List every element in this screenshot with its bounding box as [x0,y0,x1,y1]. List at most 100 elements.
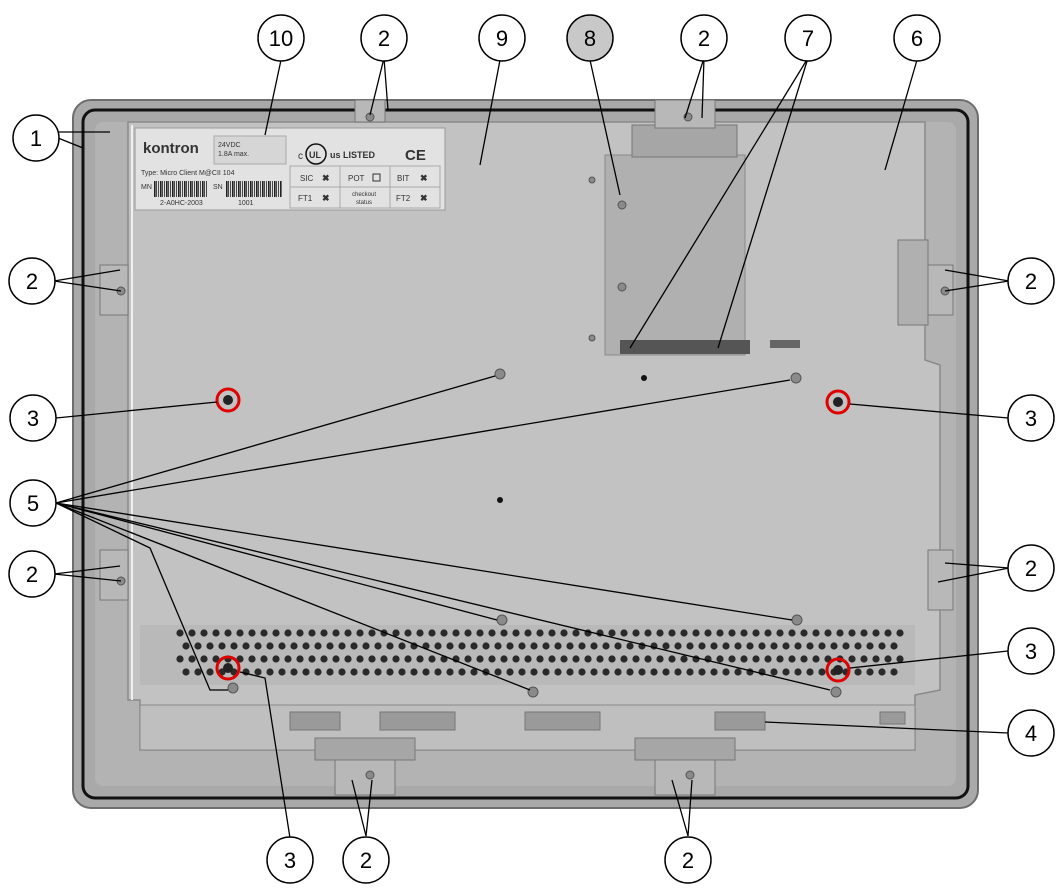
vent-hole [866,668,874,676]
vent-hole [698,668,706,676]
vent-hole [824,629,832,637]
vent-hole [314,668,322,676]
mn-label: MN [141,184,152,191]
callout-3: 3 [1007,394,1055,442]
vent-hole [584,655,592,663]
vent-hole [548,629,556,637]
vent-hole [620,655,628,663]
vent-hole [494,642,502,650]
checked-x-icon: ✖ [322,173,330,183]
vent-hole [626,668,634,676]
vent-hole [764,629,772,637]
housing-seal [81,108,970,800]
vent-hole [530,668,538,676]
vent-hole [332,655,340,663]
vent-hole [806,668,814,676]
barcode-bar [192,181,193,197]
callout-2: 2 [8,257,56,305]
vent-hole [788,655,796,663]
brand-logo: kontron [143,140,199,157]
vent-hole [266,642,274,650]
vent-hole [872,629,880,637]
check-bit: BIT [397,174,410,183]
barcode-bar [248,181,249,197]
vent-hole [686,668,694,676]
mounting-clip-right-upper-plate [897,239,929,326]
vent-hole [278,642,286,650]
vent-hole [362,642,370,650]
screw [617,200,627,210]
sn-label: SN [213,184,223,191]
barcode-bar [184,181,186,197]
barcode-bar [258,181,259,197]
check-sic: SIC [300,174,314,183]
vent-hole [668,655,676,663]
leader-lines [53,57,1010,839]
vent-hole [722,642,730,650]
vent-hole [374,642,382,650]
vent-hole [416,629,424,637]
vent-hole [224,629,232,637]
svg-text:3: 3 [284,848,296,873]
barcode-bar [182,181,183,197]
ul-icon [305,143,327,165]
barcode-bar [178,181,180,197]
callout-3: 3 [266,836,314,884]
vent-hole [488,655,496,663]
barcode-bar [236,181,237,197]
screw [685,770,695,780]
slot-cover-plate [604,154,746,356]
vent-hole [296,629,304,637]
vent-hole [644,629,652,637]
svg-text:2: 2 [360,848,372,873]
barcode-bar [240,181,241,197]
type-label-plate: kontron 24VDC 1.8A max. c UL us LISTED C… [134,127,446,211]
screw [588,334,596,342]
connector-port-2 [379,711,456,731]
svg-text:3: 3 [27,406,39,431]
vent-hole [548,655,556,663]
vent-hole [674,668,682,676]
vent-hole [848,655,856,663]
vent-hole [368,655,376,663]
vent-hole [542,642,550,650]
center-hole [497,497,503,503]
vent-hole [272,655,280,663]
barcode-bar [268,181,270,197]
svg-text:5: 5 [27,491,39,516]
vent-hole [680,629,688,637]
vent-hole [566,668,574,676]
vent-hole [560,655,568,663]
callout-2: 2 [664,836,712,884]
vent-hole [872,655,880,663]
vent-hole [302,668,310,676]
vent-hole [218,642,226,650]
vent-hole [794,642,802,650]
vent-hole [866,642,874,650]
barcode-bar [270,181,271,197]
barcode-bar [226,181,228,197]
barcode-bar [168,181,169,197]
power-rating-line2: 1.8A max. [218,151,249,158]
vent-hole [458,668,466,676]
vent-hole [890,668,898,676]
vent-hole [506,642,514,650]
vent-hole [530,642,538,650]
svg-text:2: 2 [1025,269,1037,294]
barcode-bar [278,181,279,197]
vent-hole [506,668,514,676]
vent-hole [338,668,346,676]
vent-hole [602,668,610,676]
vent-hole [794,668,802,676]
connector-port-5 [879,711,906,725]
vent-hole [590,642,598,650]
vent-hole [776,629,784,637]
barcode-bar [176,181,177,197]
vent-hole [776,655,784,663]
svg-text:3: 3 [1025,639,1037,664]
svg-text:10: 10 [269,26,293,51]
vent-hole [398,668,406,676]
vent-hole [254,668,262,676]
barcode-bar [244,181,246,197]
svg-text:2: 2 [1025,556,1037,581]
